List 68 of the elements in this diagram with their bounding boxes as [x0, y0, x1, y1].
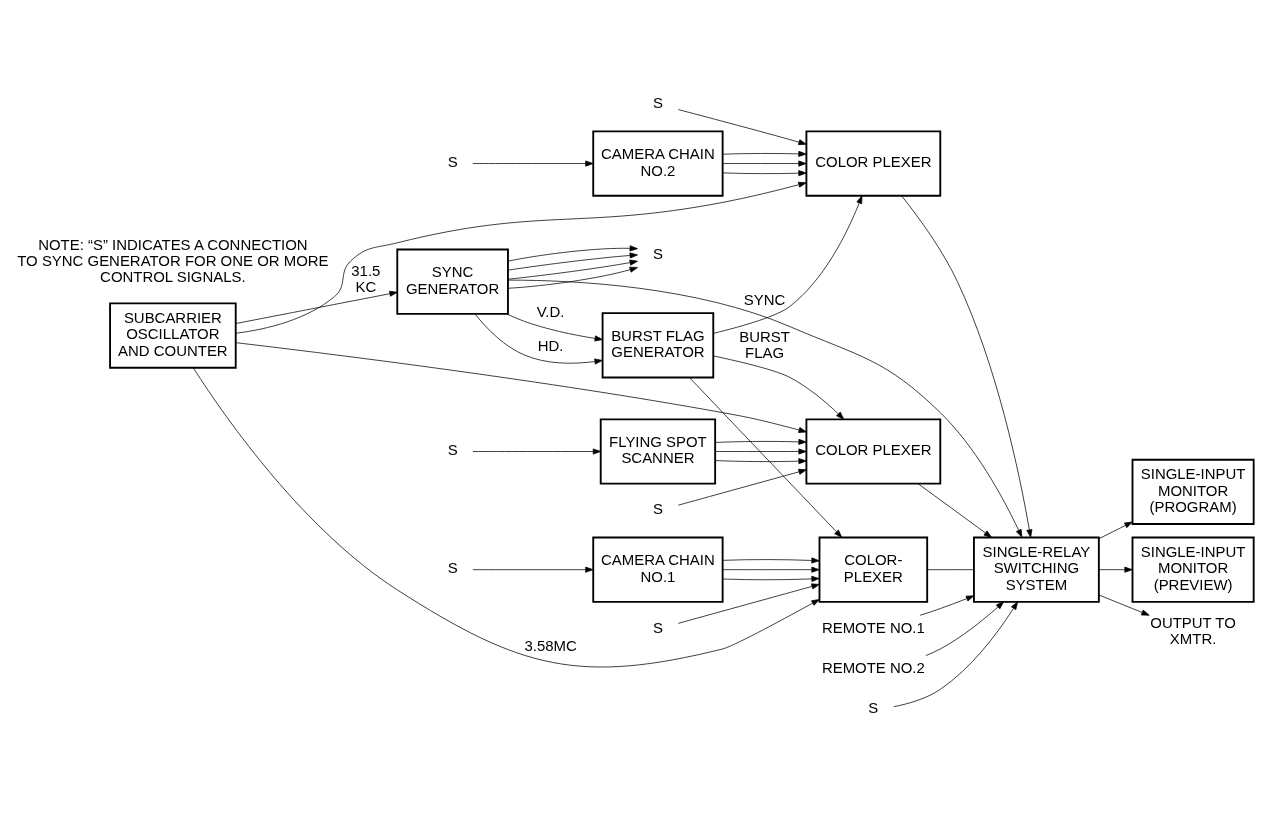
- arrow: [677, 109, 807, 146]
- connector: [926, 569, 975, 571]
- edge-label: BURST FLAG: [739, 327, 790, 362]
- node-box: CAMERA CHAIN NO.2: [592, 130, 724, 197]
- arrow: [722, 160, 807, 167]
- arrow: [472, 448, 602, 455]
- arrow: [507, 252, 638, 271]
- node-text: REMOTE NO.1: [821, 618, 925, 636]
- arrow: [722, 566, 820, 573]
- arrow: [235, 290, 398, 324]
- arrow: [722, 170, 807, 177]
- node-box: FLYING SPOT SCANNER: [599, 418, 717, 485]
- arrow: [677, 468, 807, 506]
- node-text: S: [447, 559, 458, 577]
- arrow: [713, 195, 863, 334]
- arrow: [507, 259, 638, 280]
- arrow: [689, 377, 843, 538]
- node-box: SINGLE-RELAY SWITCHING SYSTEM: [973, 536, 1100, 603]
- node-box: SINGLE-INPUT MONITOR (PREVIEW): [1131, 536, 1255, 603]
- arrow: [893, 601, 1018, 708]
- node-text: S: [652, 245, 663, 263]
- arrow: [677, 583, 820, 624]
- node-text: S: [868, 699, 879, 717]
- node-text: S: [447, 153, 458, 171]
- arrow: [507, 266, 638, 289]
- arrow: [1098, 521, 1133, 540]
- arrow: [507, 279, 1023, 538]
- arrow: [722, 575, 820, 582]
- arrow: [192, 367, 820, 668]
- edge-label: HD.: [537, 336, 564, 354]
- node-text: S: [652, 500, 663, 518]
- node-text: S: [447, 441, 458, 459]
- node-box: BURST FLAG GENERATOR: [601, 312, 715, 379]
- arrow: [925, 601, 1004, 656]
- arrow: [712, 355, 845, 420]
- node-box: CAMERA CHAIN NO.1: [592, 536, 724, 603]
- arrow: [714, 458, 807, 465]
- node-text: REMOTE NO.2: [821, 658, 925, 676]
- edge-label: V.D.: [536, 302, 565, 320]
- node-text: S: [652, 618, 663, 636]
- arrow: [714, 448, 807, 455]
- arrow: [235, 181, 807, 334]
- arrow: [506, 313, 603, 342]
- arrow: [507, 245, 638, 262]
- node-box: COLOR PLEXER: [805, 130, 942, 197]
- arrow: [722, 150, 807, 157]
- arrow: [472, 566, 594, 573]
- node-text: OUTPUT TO XMTR.: [1150, 614, 1236, 648]
- node-box: SYNC GENERATOR: [396, 248, 509, 315]
- node-box: COLOR- PLEXER: [818, 536, 929, 603]
- arrow: [917, 483, 992, 538]
- arrow: [472, 160, 594, 167]
- edge-label: 3.58MC: [524, 637, 577, 655]
- arrow: [901, 195, 1033, 538]
- arrow: [235, 342, 807, 433]
- arrow: [714, 438, 807, 445]
- arrow: [722, 557, 820, 564]
- edge-label: SYNC: [743, 290, 786, 308]
- edge-label: 31.5 KC: [351, 261, 381, 296]
- arrow: [1098, 594, 1150, 616]
- arrow: [919, 595, 975, 616]
- node-text: S: [652, 94, 663, 112]
- label: NOTE: “S” INDICATES A CONNECTION TO SYNC GENERATOR FOR ONE OR MORE CONTROL SIGNALS.: [17, 235, 329, 286]
- node-box: COLOR PLEXER: [805, 418, 942, 485]
- node-box: SINGLE-INPUT MONITOR (PROGRAM): [1131, 458, 1255, 525]
- node-box: SUBCARRIER OSCILLATOR AND COUNTER: [109, 302, 237, 369]
- arrow: [474, 313, 603, 365]
- arrow: [1098, 566, 1133, 573]
